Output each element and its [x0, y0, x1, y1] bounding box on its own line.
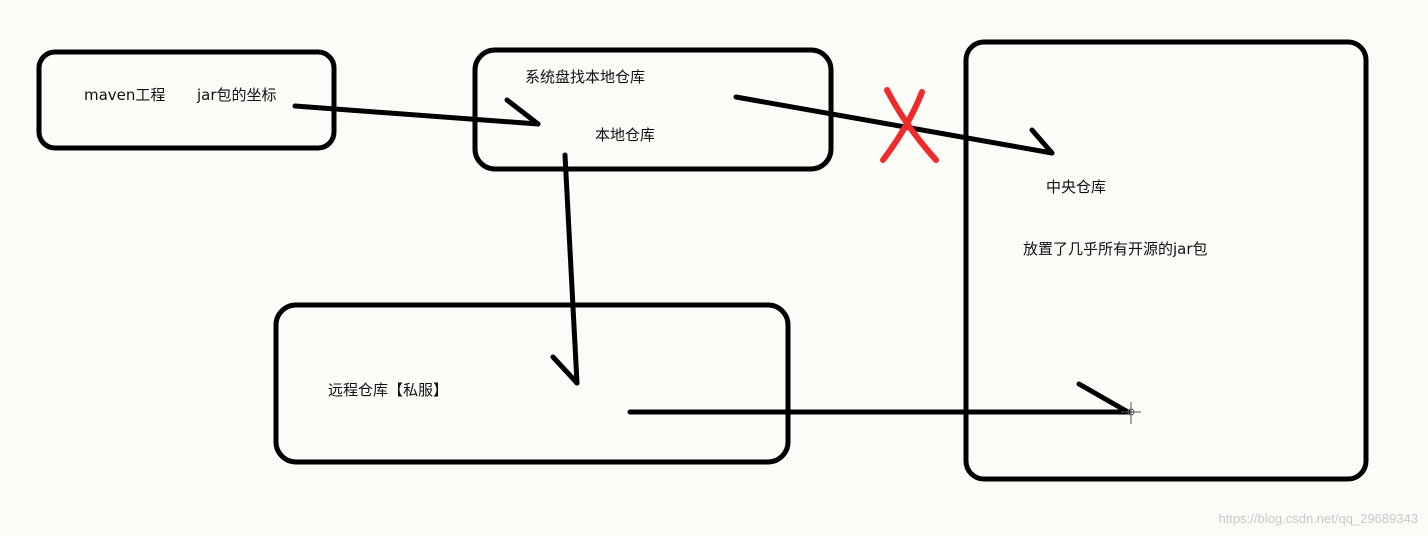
local-repo-label: 本地仓库 — [595, 126, 656, 144]
blocked-cross-icon — [880, 87, 939, 163]
central-repo-box — [963, 39, 1369, 482]
local-repo-box — [472, 47, 834, 172]
arrow-local-to-remote — [550, 152, 580, 386]
remote-repo-label: 远程仓库【私服】 — [328, 381, 449, 399]
arrow-coordinate-to-local — [292, 97, 541, 127]
system-disk-search-label: 系统盘找本地仓库 — [525, 68, 646, 86]
arrow-local-to-central — [733, 94, 1055, 156]
watermark: https://blog.csdn.net/qq_29689343 — [1218, 511, 1419, 526]
central-repo-label: 中央仓库 — [1046, 178, 1107, 196]
arrow-remote-to-central — [627, 381, 1131, 415]
remote-repo-box — [273, 302, 791, 465]
maven-project-label: maven工程 — [84, 86, 166, 104]
maven-project-box — [36, 49, 337, 151]
jar-coordinate-label: jar包的坐标 — [197, 86, 277, 104]
crosshair-cursor-icon — [1121, 402, 1141, 424]
central-repo-description: 放置了几乎所有开源的jar包 — [1023, 240, 1208, 258]
